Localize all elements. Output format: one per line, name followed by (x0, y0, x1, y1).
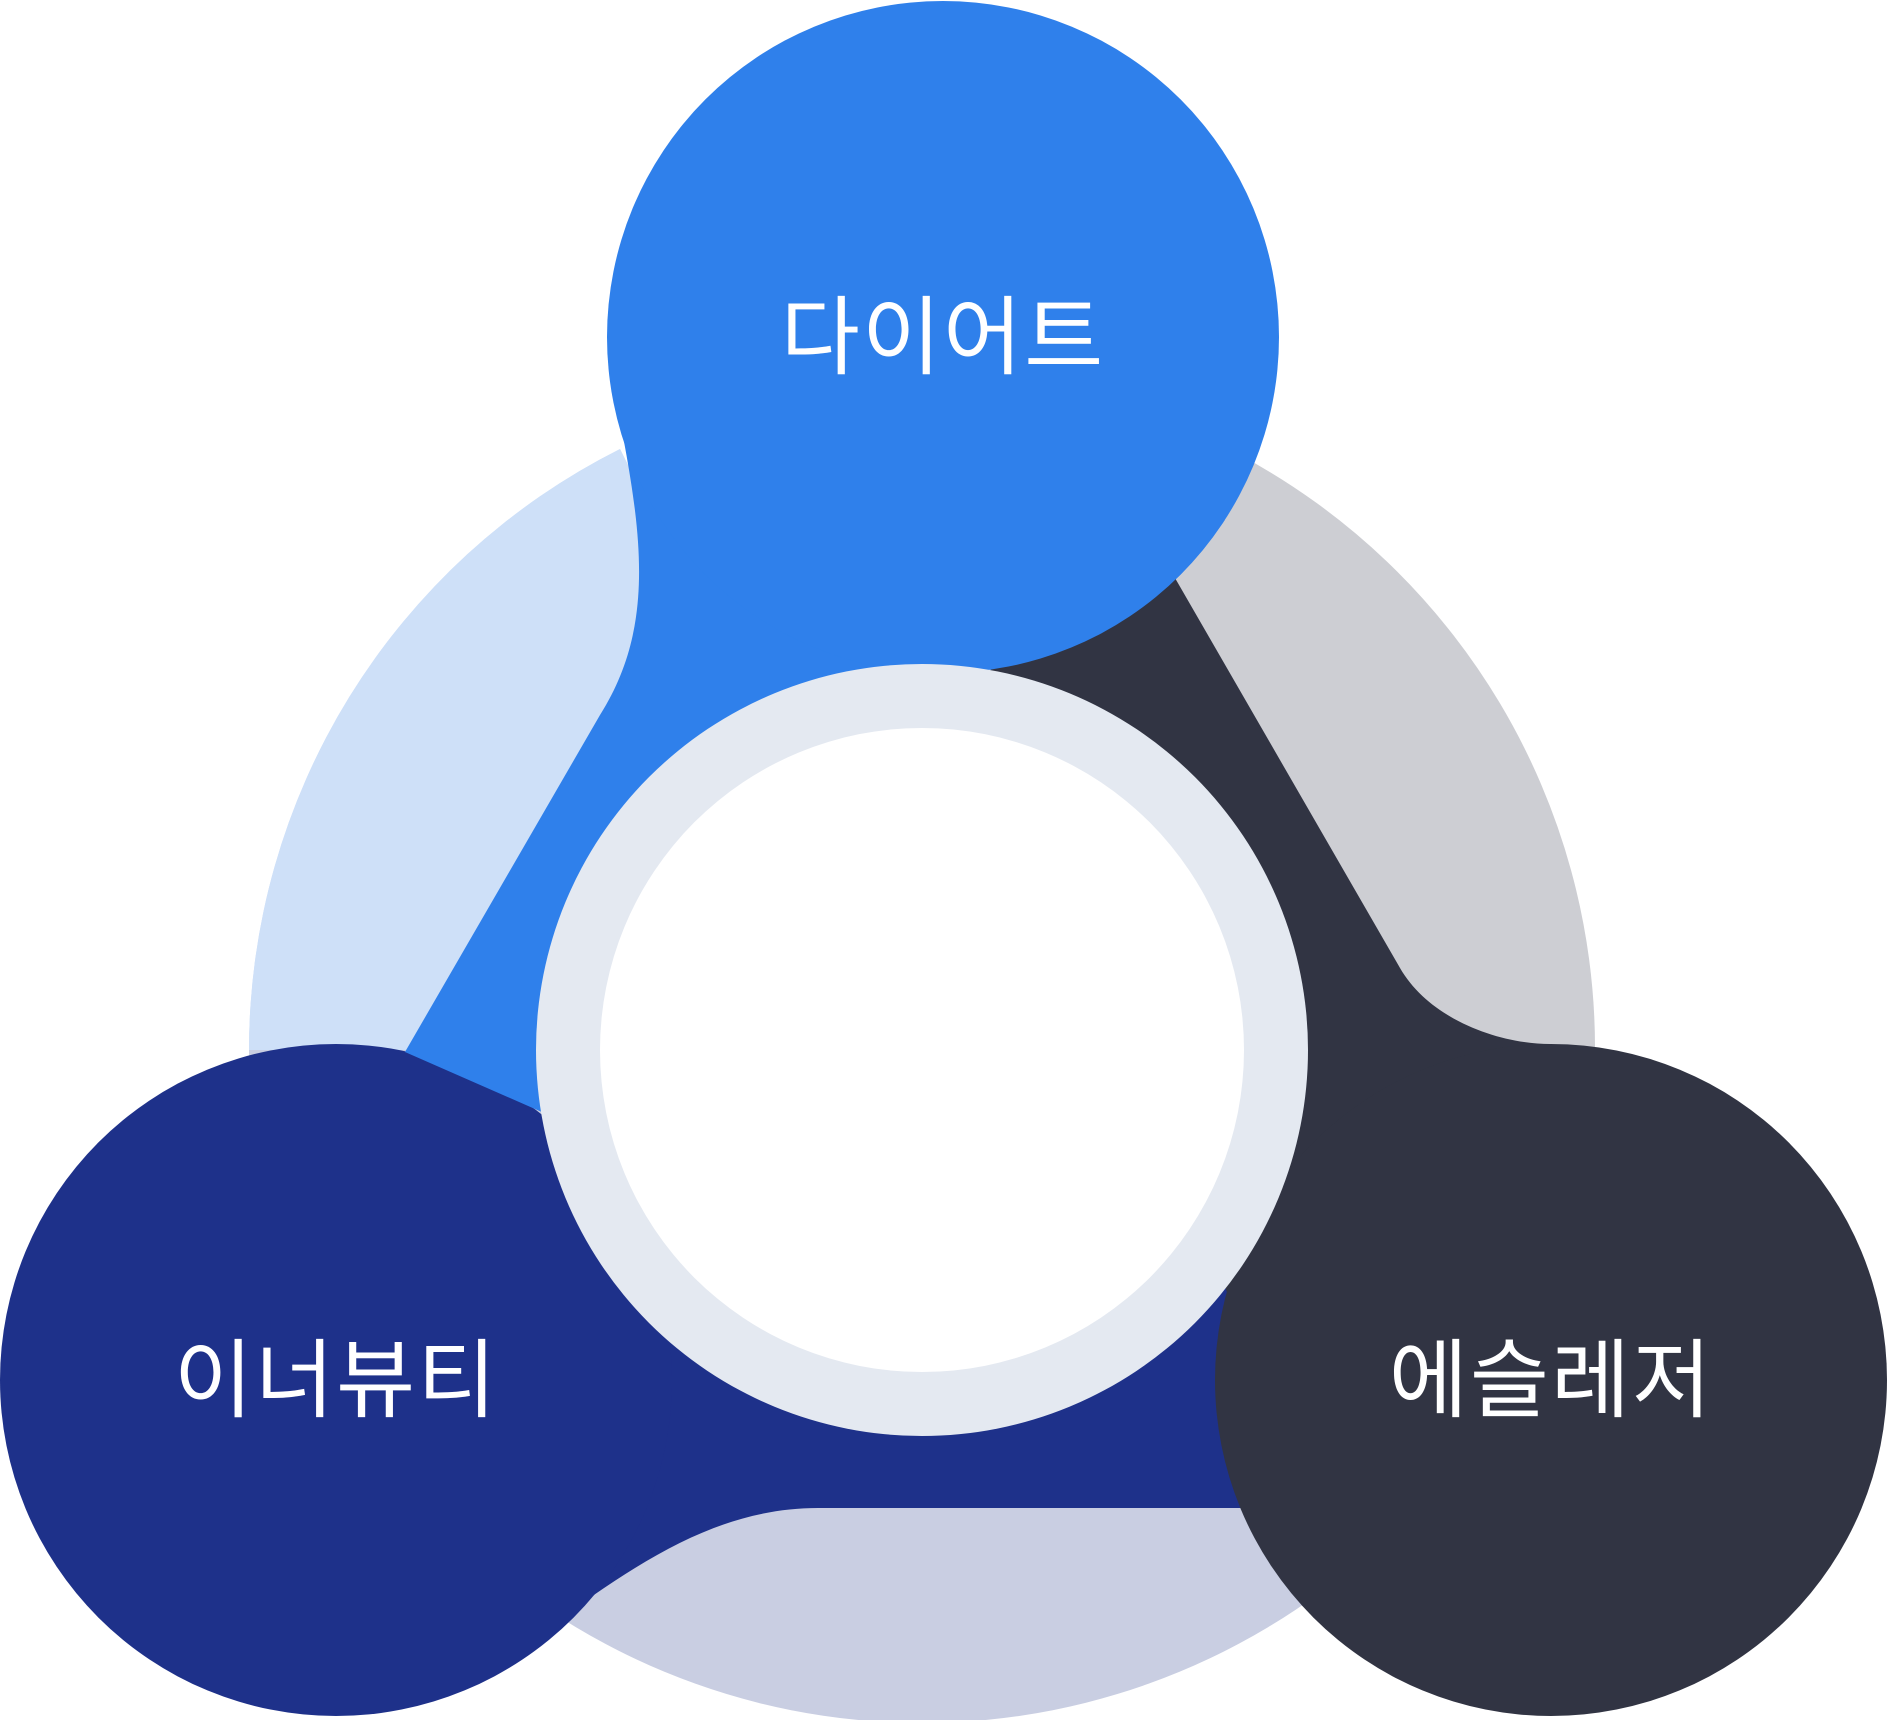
node-top-label: 다이어트 (781, 288, 1105, 388)
center-hub (536, 664, 1308, 1436)
node-bottom-left-circle[interactable] (0, 1044, 672, 1716)
node-bottom-left-label: 이너뷰티 (174, 1331, 498, 1431)
node-top-circle[interactable] (607, 1, 1279, 673)
center-fill (600, 728, 1244, 1372)
node-top-circle-overlay (661, 520, 1225, 673)
node-bottom-right-circle[interactable] (1215, 1044, 1887, 1716)
node-bottom-right-label: 에슬레저 (1389, 1331, 1713, 1431)
